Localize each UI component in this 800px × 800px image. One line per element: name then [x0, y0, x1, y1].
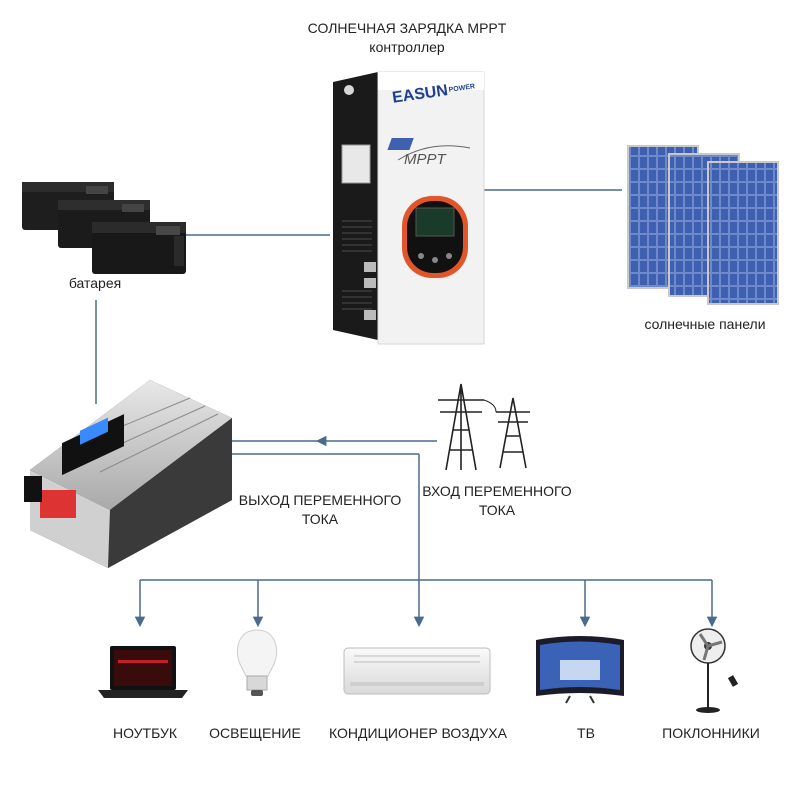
load-label-laptop: НОУТБУК — [112, 725, 178, 741]
inverter-icon — [24, 380, 232, 568]
ac-input-line1: ВХОД ПЕРЕМЕННОГО — [422, 483, 572, 499]
ac-output-line2: ТОКА — [301, 511, 339, 527]
fan-icon — [690, 628, 739, 713]
solar-panels-label: солнечные панели — [644, 316, 766, 332]
load-label-fans: ПОКЛОННИКИ — [662, 725, 760, 741]
load-label-air-conditioner: КОНДИЦИОНЕР ВОЗДУХА — [329, 725, 507, 741]
load-label-tv: ТВ — [577, 725, 595, 741]
laptop-icon — [98, 646, 188, 698]
brand-sub-text: POWER — [448, 83, 476, 94]
controller-title-line2: контроллер — [369, 39, 445, 55]
battery-label: батарея — [68, 275, 122, 291]
solar-panels-icon — [627, 145, 779, 305]
connection-lines — [95, 189, 718, 628]
tv-icon — [536, 636, 624, 704]
mppt-controller-icon — [333, 71, 485, 345]
light-bulb-icon — [236, 629, 278, 696]
air-conditioner-icon — [343, 647, 491, 695]
controller-title-line1: СОЛНЕЧНАЯ ЗАРЯДКА MPPT — [307, 20, 507, 36]
load-label-lighting: ОСВЕЩЕНИЕ — [209, 725, 301, 741]
battery-icon — [22, 182, 186, 274]
controller-model-label: MPPT — [404, 151, 446, 168]
ac-output-line1: ВЫХОД ПЕРЕМЕННОГО — [238, 492, 402, 508]
ac-input-line2: ТОКА — [478, 502, 516, 518]
power-grid-icon — [438, 383, 530, 471]
